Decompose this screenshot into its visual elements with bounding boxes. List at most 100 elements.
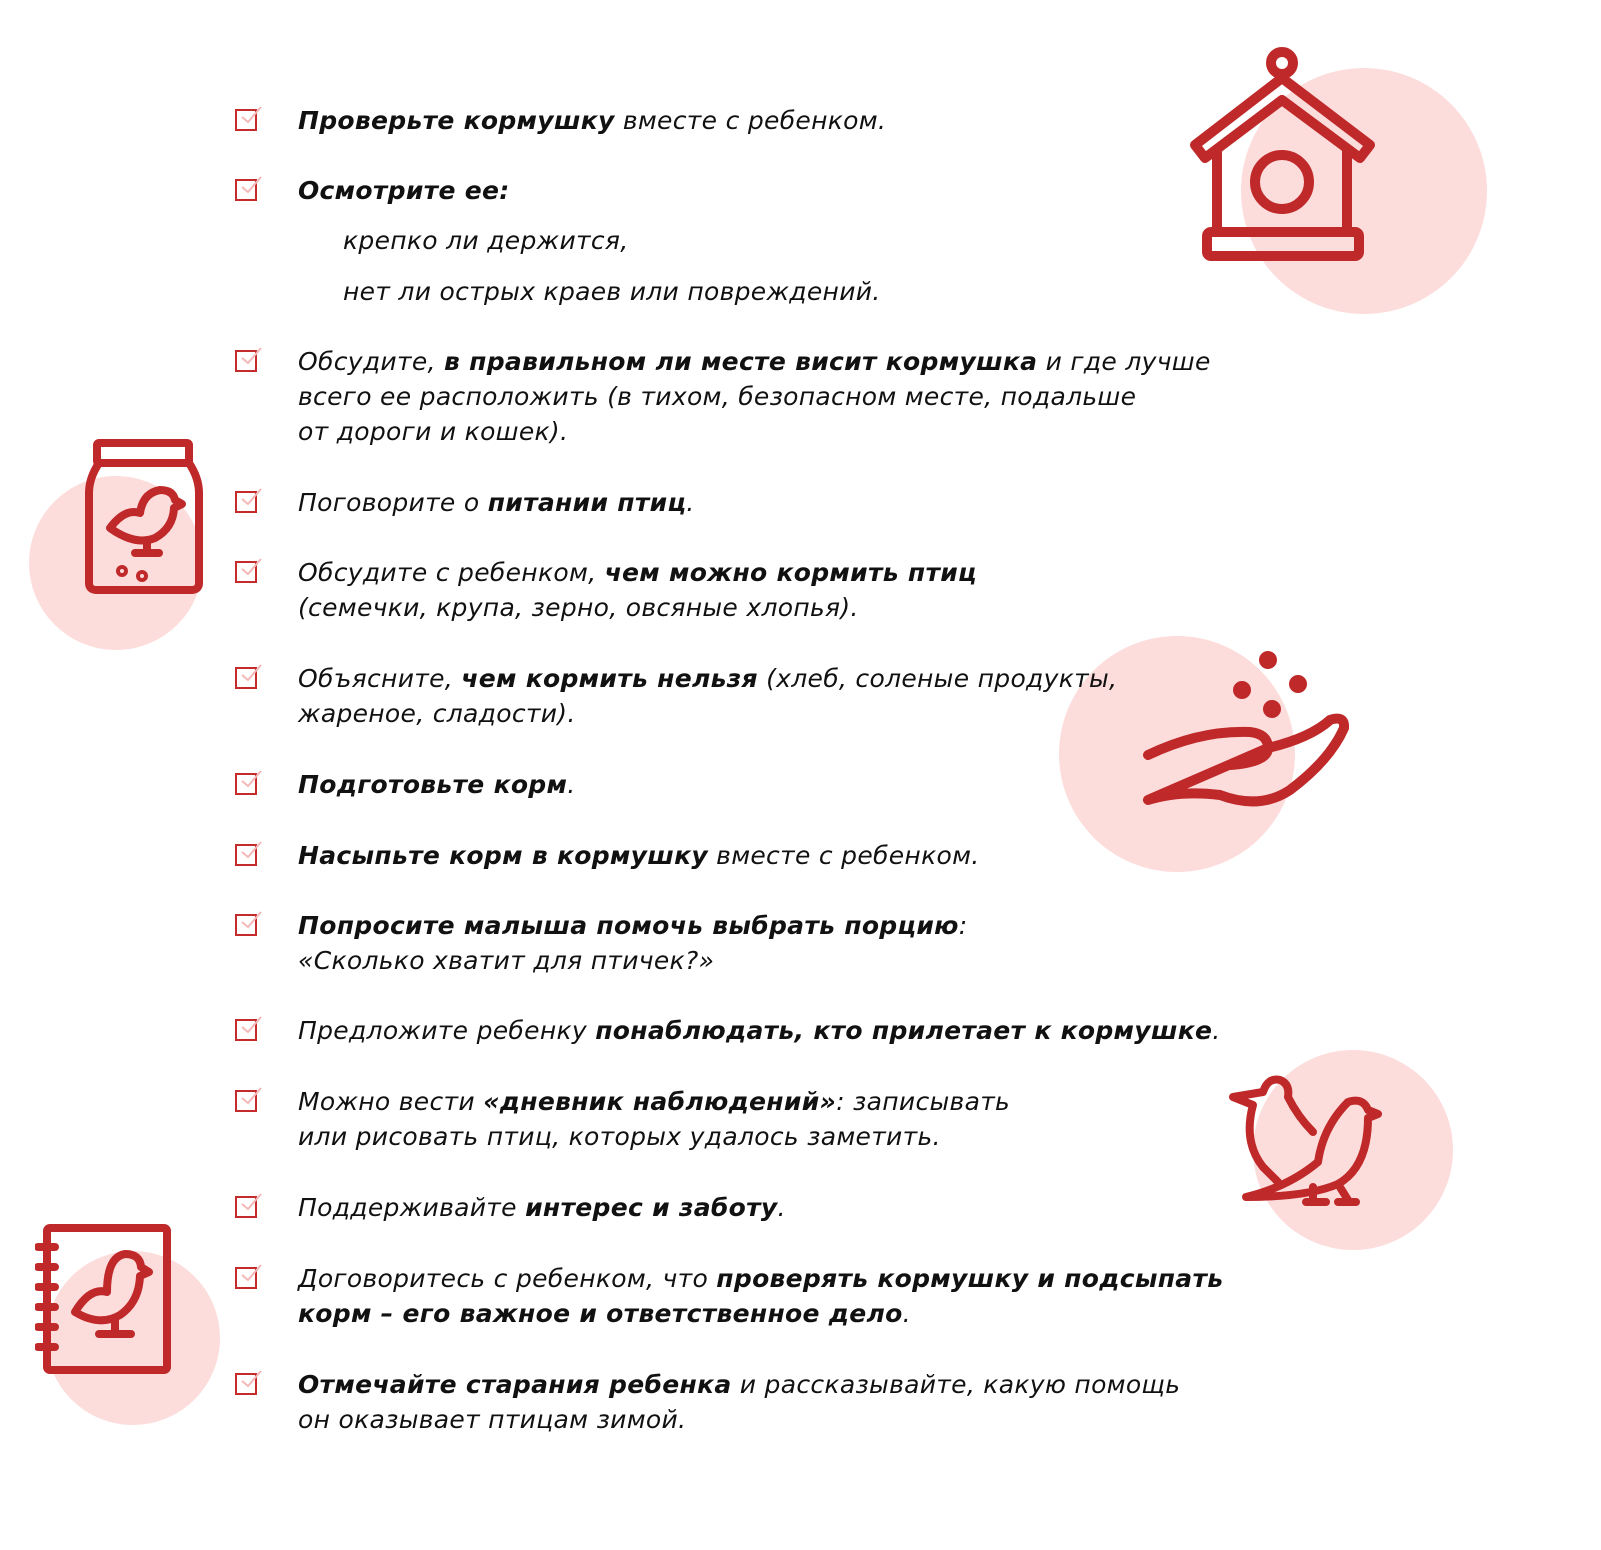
text: : bbox=[958, 911, 968, 940]
text: жареное, сладости). bbox=[298, 699, 576, 728]
check-icon bbox=[241, 1087, 262, 1105]
text: он оказывает птицам зимой. bbox=[298, 1405, 687, 1434]
check-icon bbox=[241, 841, 262, 859]
bold-text: «дневник наблюдений» bbox=[483, 1087, 837, 1116]
text: (хлеб, соленые продукты, bbox=[757, 664, 1118, 693]
item-line: Можно вести «дневник наблюдений»: записы… bbox=[298, 1084, 1010, 1119]
item-line: Насыпьте корм в кормушку вместе с ребенк… bbox=[298, 838, 979, 873]
item-line: Объясните, чем кормить нельзя (хлеб, сол… bbox=[298, 661, 1117, 696]
item-line: «Сколько хватит для птичек?» bbox=[298, 943, 968, 978]
check-icon bbox=[241, 176, 262, 194]
checklist-item: Поговорите о питании птиц. bbox=[298, 485, 695, 520]
text: . bbox=[1212, 1016, 1221, 1045]
check-icon bbox=[241, 558, 262, 576]
decor-circle bbox=[46, 1251, 220, 1425]
item-line: Договоритесь с ребенком, что проверять к… bbox=[298, 1261, 1223, 1296]
checklist-item: Насыпьте корм в кормушку вместе с ребенк… bbox=[298, 838, 979, 873]
checklist-item: Предложите ребенку понаблюдать, кто прил… bbox=[298, 1013, 1221, 1048]
checkbox[interactable] bbox=[235, 1016, 262, 1041]
checklist-item: Подготовьте корм. bbox=[298, 767, 576, 802]
check-icon bbox=[241, 1370, 262, 1388]
checkbox[interactable] bbox=[235, 1193, 262, 1218]
hand-feeding-icon bbox=[1143, 651, 1350, 807]
bold-text: Попросите малыша помочь выбрать порцию bbox=[298, 911, 959, 940]
checklist-item: Объясните, чем кормить нельзя (хлеб, сол… bbox=[298, 661, 1117, 731]
text: Поговорите о bbox=[298, 488, 488, 517]
birdhouse-icon bbox=[1190, 47, 1375, 261]
item-line: Подготовьте корм. bbox=[298, 767, 576, 802]
bold-text: чем кормить нельзя bbox=[461, 664, 758, 693]
checkbox[interactable] bbox=[235, 911, 262, 936]
check-icon bbox=[241, 106, 262, 124]
text: . bbox=[686, 488, 695, 517]
item-line: (семечки, крупа, зерно, овсяные хлопья). bbox=[298, 590, 977, 625]
item-line: Обсудите, в правильном ли месте висит ко… bbox=[298, 344, 1211, 379]
checklist-item: Поддерживайте интерес и заботу. bbox=[298, 1190, 786, 1225]
item-line: Предложите ребенку понаблюдать, кто прил… bbox=[298, 1013, 1221, 1048]
checkbox[interactable] bbox=[235, 558, 262, 583]
text: (семечки, крупа, зерно, овсяные хлопья). bbox=[298, 593, 859, 622]
checkbox[interactable] bbox=[235, 488, 262, 513]
text: вместе с ребенком. bbox=[707, 841, 980, 870]
checkbox[interactable] bbox=[235, 347, 262, 372]
bold-text: интерес и заботу bbox=[525, 1193, 778, 1222]
text: и рассказывайте, какую помощь bbox=[731, 1370, 1181, 1399]
item-line: Попросите малыша помочь выбрать порцию: bbox=[298, 908, 968, 943]
check-icon bbox=[241, 488, 262, 506]
item-line: жареное, сладости). bbox=[298, 696, 1117, 731]
text: : записывать bbox=[836, 1087, 1011, 1116]
two-birds-icon bbox=[1229, 1075, 1382, 1206]
checklist-item: Обсудите, в правильном ли месте висит ко… bbox=[298, 344, 1211, 449]
checklist-item: Осмотрите ее: bbox=[298, 173, 510, 208]
item-line: всего ее расположить (в тихом, безопасно… bbox=[298, 379, 1211, 414]
text: . bbox=[902, 1299, 911, 1328]
check-icon bbox=[241, 664, 262, 682]
sub-item: крепко ли держится, bbox=[343, 226, 629, 255]
notebook-bird-icon bbox=[35, 1224, 171, 1374]
text: Обсудите с ребенком, bbox=[298, 558, 605, 587]
text: от дороги и кошек). bbox=[298, 417, 569, 446]
check-icon bbox=[241, 911, 262, 929]
item-line: Обсудите с ребенком, чем можно кормить п… bbox=[298, 555, 977, 590]
checkbox[interactable] bbox=[235, 176, 262, 201]
text: . bbox=[777, 1193, 786, 1222]
check-icon bbox=[241, 1264, 262, 1282]
checkbox[interactable] bbox=[235, 841, 262, 866]
checkbox[interactable] bbox=[235, 1087, 262, 1112]
jar-bird-icon bbox=[85, 439, 203, 594]
checklist-item: Попросите малыша помочь выбрать порцию:«… bbox=[298, 908, 968, 978]
text: Обсудите, bbox=[298, 347, 445, 376]
text: . bbox=[567, 770, 576, 799]
bold-text: понаблюдать, кто прилетает к кормушке bbox=[595, 1016, 1213, 1045]
text: Предложите ребенку bbox=[298, 1016, 596, 1045]
decor-circle bbox=[1241, 68, 1487, 314]
bold-text: чем можно кормить птиц bbox=[604, 558, 977, 587]
check-icon bbox=[241, 1193, 262, 1211]
checklist-item: Обсудите с ребенком, чем можно кормить п… bbox=[298, 555, 977, 625]
item-line: от дороги и кошек). bbox=[298, 414, 1211, 449]
checkbox[interactable] bbox=[235, 106, 262, 131]
text: всего ее расположить (в тихом, безопасно… bbox=[298, 382, 1137, 411]
item-line: он оказывает птицам зимой. bbox=[298, 1402, 1180, 1437]
text: Договоритесь с ребенком, что bbox=[298, 1264, 717, 1293]
checkbox[interactable] bbox=[235, 770, 262, 795]
item-line: корм – его важное и ответственное дело. bbox=[298, 1296, 1223, 1331]
bold-text: Насыпьте корм в кормушку bbox=[298, 841, 708, 870]
text: вместе с ребенком. bbox=[614, 106, 887, 135]
bold-text: корм – его важное и ответственное дело bbox=[298, 1299, 903, 1328]
bold-text: в правильном ли месте висит кормушка bbox=[444, 347, 1038, 376]
checkbox[interactable] bbox=[235, 664, 262, 689]
text: или рисовать птиц, которых удалось замет… bbox=[298, 1122, 941, 1151]
bold-text: проверять кормушку и подсыпать bbox=[716, 1264, 1224, 1293]
bold-text: Осмотрите ее: bbox=[298, 176, 510, 205]
check-icon bbox=[241, 1016, 262, 1034]
item-line: Поговорите о питании птиц. bbox=[298, 485, 695, 520]
bold-text: Подготовьте корм bbox=[298, 770, 568, 799]
item-line: Проверьте кормушку вместе с ребенком. bbox=[298, 103, 886, 138]
checklist-item: Проверьте кормушку вместе с ребенком. bbox=[298, 103, 886, 138]
checkbox[interactable] bbox=[235, 1264, 262, 1289]
checklist-item: Договоритесь с ребенком, что проверять к… bbox=[298, 1261, 1223, 1331]
checkbox[interactable] bbox=[235, 1370, 262, 1395]
item-line: или рисовать птиц, которых удалось замет… bbox=[298, 1119, 1010, 1154]
check-icon bbox=[241, 770, 262, 788]
